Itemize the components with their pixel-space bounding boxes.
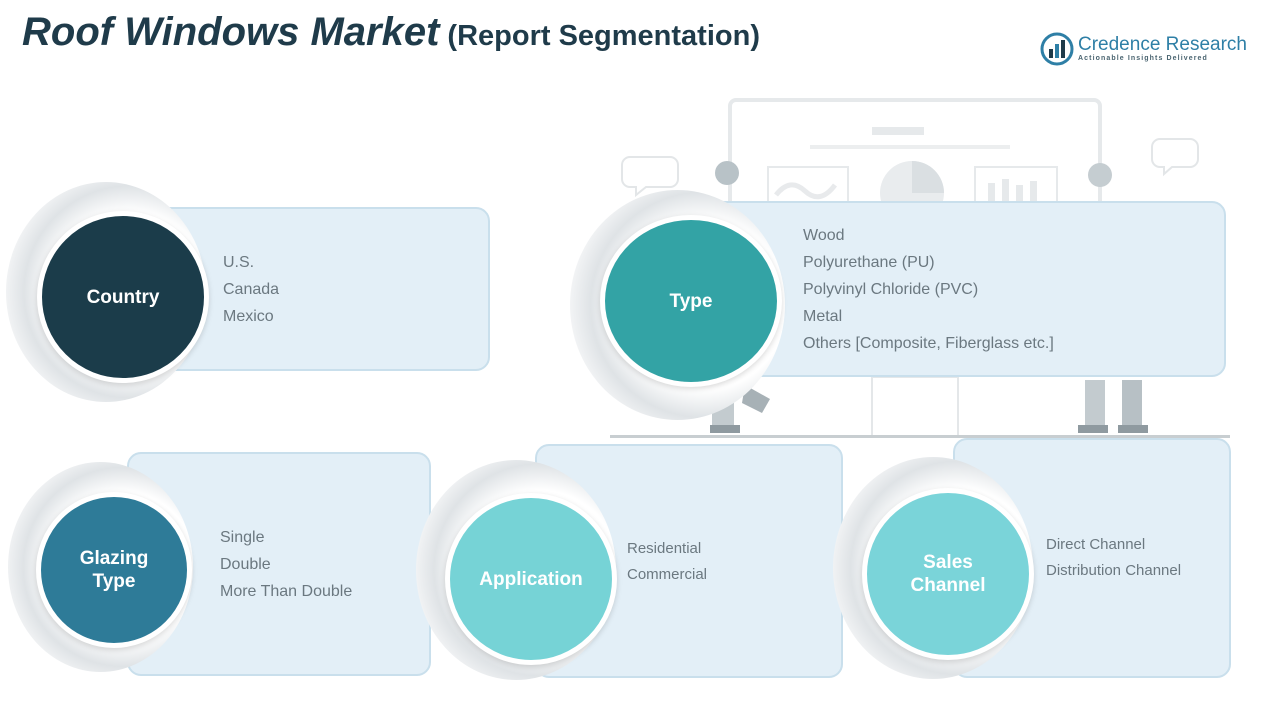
sales-channel-item: Direct Channel [1046, 536, 1146, 553]
application-list: Residential Commercial [627, 536, 707, 588]
type-list: Wood Polyurethane (PU) Polyvinyl Chlorid… [803, 222, 1054, 357]
type-item: Polyvinyl Chloride (PVC) [803, 281, 979, 298]
type-circle: Type [600, 215, 782, 387]
sales-channel-list: Direct Channel Distribution Channel [1046, 532, 1181, 584]
logo-tagline: Actionable Insights Delivered [1078, 55, 1208, 62]
application-item: Commercial [627, 566, 708, 583]
type-item: Polyurethane (PU) [803, 254, 935, 271]
glazing-type-item: Double [220, 556, 271, 573]
type-item: Wood [803, 227, 845, 244]
glazing-type-list: Single Double More Than Double [220, 524, 352, 605]
type-box [705, 201, 1226, 377]
glazing-type-circle: Glazing Type [36, 492, 192, 648]
logo-name: Credence Research [1078, 34, 1247, 55]
glazing-type-item: Single [220, 529, 265, 546]
country-item: U.S. [223, 254, 255, 271]
sales-channel-circle: Sales Channel [862, 488, 1034, 660]
glazing-type-item: More Than Double [220, 583, 353, 600]
glazing-type-label: Glazing Type [79, 548, 149, 592]
application-label: Application [479, 568, 583, 590]
title-main: Roof Windows Market [22, 10, 440, 54]
sales-channel-item: Distribution Channel [1046, 562, 1182, 579]
sales-channel-label: Sales Channel [910, 552, 986, 596]
title-subtitle: (Report Segmentation) [447, 20, 760, 52]
application-item: Residential [627, 540, 702, 557]
country-circle: Country [37, 211, 209, 383]
page-title: Roof Windows Market(Report Segmentation) [22, 10, 760, 55]
application-circle: Application [445, 493, 617, 665]
credence-research-logo: Credence Research Actionable Insights De… [1040, 32, 1260, 72]
presentation-illustration [610, 98, 1230, 438]
bar-chart-globe-icon [1040, 32, 1074, 66]
country-label: Country [86, 286, 160, 308]
type-label: Type [669, 290, 713, 312]
country-list: U.S. Canada Mexico [223, 249, 279, 330]
country-item: Mexico [223, 308, 274, 325]
type-item: Metal [803, 308, 843, 325]
type-item: Others [Composite, Fiberglass etc.] [803, 335, 1054, 352]
country-item: Canada [223, 281, 280, 298]
